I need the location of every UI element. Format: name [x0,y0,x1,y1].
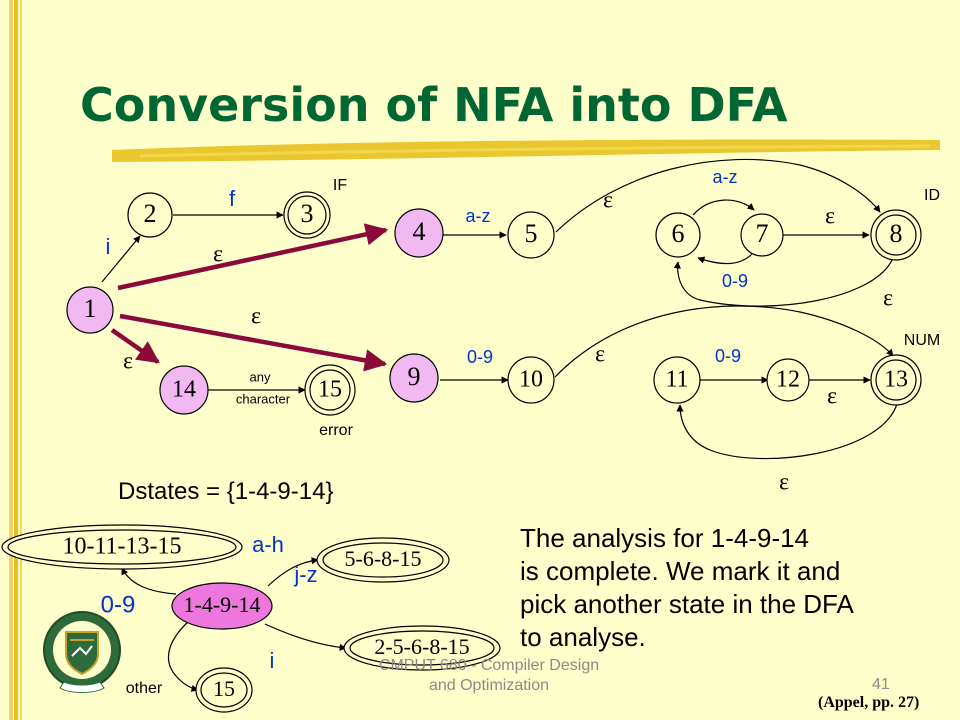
dstates-label: Dstates = {1-4-9-14} [118,478,334,505]
label-eps-13-11: ε [779,470,789,496]
svg-text:3: 3 [301,199,314,228]
label-eps-10-13: ε [595,342,605,368]
label-eps-1-14: ε [123,349,133,375]
svg-text:2: 2 [144,199,157,228]
analysis-line: pick another state in the DFA [520,589,854,619]
edge-1-4 [117,223,389,291]
analysis-line: is complete. We mark it and [520,556,841,586]
dfa-label-other: other [126,680,163,697]
dfa-state-10-11-13-15: 10-11-13-15 [1,524,243,570]
accept-label-error: error [319,422,353,439]
dfa-label-a-h: a-h [252,532,284,557]
dfa-edge-start-10 [121,567,177,595]
svg-text:11: 11 [665,367,688,393]
label-eps-12-13: ε [827,384,837,410]
nfa-state-11: 11 [653,356,701,404]
nfa-state-15: 15 [304,364,356,416]
label-a-z-4-5: a-z [465,206,490,226]
svg-text:12: 12 [776,367,800,393]
university-crest-logo [43,611,121,693]
nfa-state-6: 6 [655,212,701,258]
edge-1-9 [119,313,388,372]
nfa-state-9: 9 [389,353,439,403]
label-character: character [236,391,291,406]
label-any: any [250,369,271,384]
dfa-state-start: 1-4-9-14 [171,582,273,630]
label-a-z-6-7: a-z [712,167,737,187]
svg-text:10-11-13-15: 10-11-13-15 [62,534,181,560]
accept-label-id: ID [924,187,940,204]
nfa-state-1: 1 [66,286,114,334]
dfa-label-0-9: 0-9 [101,591,136,618]
svg-text:15: 15 [318,377,342,403]
svg-text:13: 13 [884,367,908,393]
label-0-9-7-6: 0-9 [722,271,748,291]
svg-text:2-5-6-8-15: 2-5-6-8-15 [374,634,469,659]
svg-text:8: 8 [890,219,903,248]
dfa-state-5-6-8-15: 5-6-8-15 [316,537,450,583]
label-0-9-11-12: 0-9 [715,346,741,366]
footer-line-1: CMPUT 680 - Compiler Design [378,657,600,674]
svg-text:9: 9 [408,362,421,391]
label-eps-1-9: ε [251,304,261,330]
nfa-state-14: 14 [159,365,209,415]
label-eps-8-6: ε [883,286,893,312]
edge-8-6 [673,257,894,307]
footer-course: CMPUT 680 - Compiler Design and Optimiza… [344,656,634,696]
dfa-state-2-5-6-8-15: 2-5-6-8-15 [343,625,501,671]
svg-text:1-4-9-14: 1-4-9-14 [184,592,261,617]
edge-6-7 [692,199,755,216]
dfa-edge-start-2 [264,623,347,651]
dfa-state-15: 15 [195,667,253,713]
footer-line-2: and Optimization [428,677,550,694]
nfa-state-8: 8 [870,209,922,261]
edge-1-2 [101,235,141,283]
slide-title: Conversion of NFA into DFA [80,78,788,132]
svg-text:7: 7 [756,219,769,248]
svg-text:10: 10 [519,367,543,393]
edge-5-8 [555,158,881,233]
label-f: f [229,186,236,211]
page-number: 41 [872,676,890,693]
nfa-state-4: 4 [394,208,444,258]
edge-10-13 [554,305,894,378]
label-eps-7-8: ε [825,204,835,230]
nfa-state-13: 13 [870,354,922,406]
edge-7-6 [697,253,753,265]
svg-text:5-6-8-15: 5-6-8-15 [345,546,422,571]
label-0-9-9-10: 0-9 [467,347,493,367]
nfa-state-3: 3 [283,191,331,239]
analysis-line: The analysis for 1-4-9-14 [520,523,810,553]
svg-text:14: 14 [172,377,196,403]
analysis-line: to analyse. [520,622,646,652]
label-eps-5-8: ε [603,188,613,214]
citation: (Appel, pp. 27) [818,694,920,711]
svg-text:15: 15 [213,676,235,701]
dfa-edge-start-5 [267,557,319,587]
label-i: i [106,234,111,259]
nfa-state-12: 12 [766,358,810,402]
edge-1-14 [110,328,160,364]
nfa-state-5: 5 [507,211,555,259]
svg-text:5: 5 [525,219,538,248]
accept-label-if: IF [333,177,347,194]
dfa-label-i: i [270,648,275,673]
dfa-edge-start-15 [167,619,199,692]
accept-label-num: NUM [904,332,940,349]
svg-text:1: 1 [84,294,97,323]
edge-13-11 [676,403,898,460]
svg-text:4: 4 [413,217,426,246]
label-eps-1-4: ε [213,242,223,268]
analysis-text: The analysis for 1-4-9-14 is complete. W… [520,522,950,654]
nfa-state-10: 10 [507,356,555,404]
nfa-state-7: 7 [740,213,784,257]
nfa-state-2: 2 [127,192,173,238]
dfa-label-j-z: j-z [293,562,317,587]
svg-text:6: 6 [672,219,685,248]
